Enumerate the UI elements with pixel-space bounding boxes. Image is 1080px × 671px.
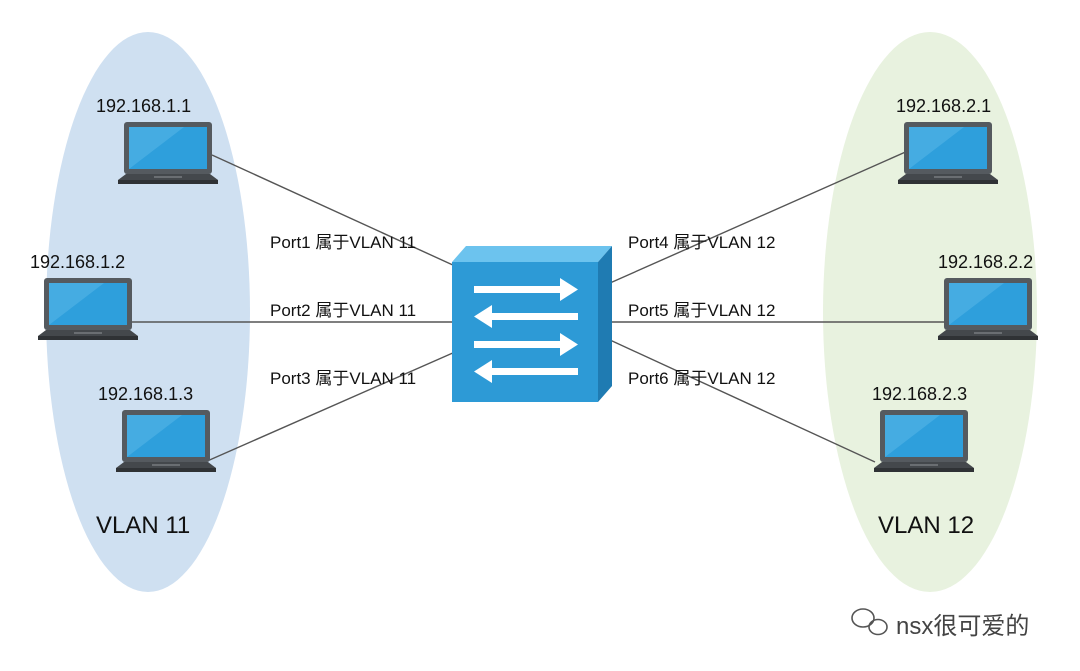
wechat-icon <box>851 608 888 636</box>
link-port3 <box>204 351 456 463</box>
port-label: Port1 属于VLAN 11 <box>270 233 416 252</box>
network-switch-icon <box>452 246 612 402</box>
laptop-icon <box>38 278 138 340</box>
host-ip-label: 192.168.2.2 <box>938 252 1033 272</box>
port-label: Port6 属于VLAN 12 <box>628 369 775 388</box>
host-ip-label: 192.168.2.1 <box>896 96 991 116</box>
link-port4 <box>609 149 911 284</box>
host-ip-label: 192.168.2.3 <box>872 384 967 404</box>
vlan-label: VLAN 12 <box>878 512 974 539</box>
connection-lines <box>130 149 946 463</box>
host-ip-label: 192.168.1.1 <box>96 96 191 116</box>
port-label: Port3 属于VLAN 11 <box>270 369 416 388</box>
link-port1 <box>211 154 456 267</box>
port-label: Port2 属于VLAN 11 <box>270 301 416 320</box>
laptop-icon <box>898 122 998 184</box>
laptop-icon <box>938 278 1038 340</box>
port-label: Port4 属于VLAN 12 <box>628 233 775 252</box>
port-label: Port5 属于VLAN 12 <box>628 301 775 320</box>
laptop-icon <box>874 410 974 472</box>
host-ip-label: 192.168.1.3 <box>98 384 193 404</box>
link-port6 <box>609 339 876 463</box>
host-ip-label: 192.168.1.2 <box>30 252 125 272</box>
laptop-icon <box>118 122 218 184</box>
vlan-label: VLAN 11 <box>96 512 190 539</box>
watermark-text: nsx很可爱的 <box>896 613 1029 640</box>
laptop-icon <box>116 410 216 472</box>
